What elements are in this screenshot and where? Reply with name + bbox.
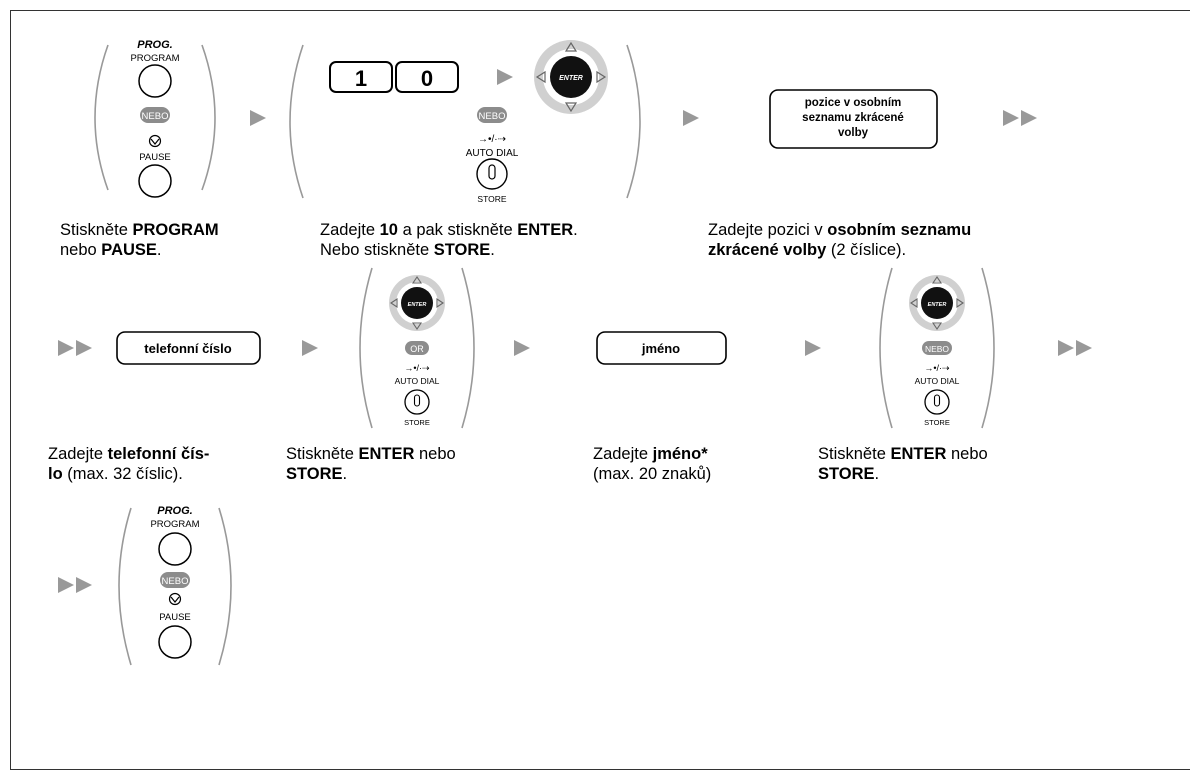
auto-dial-icon: →•/·⇢ — [478, 134, 506, 145]
flow-arrow — [250, 110, 266, 126]
digit-0-label: 0 — [421, 66, 433, 91]
enter-navigator-key[interactable]: ENTER — [908, 274, 966, 332]
caption-step-5: Stiskněte ENTER nebo STORE. — [286, 445, 456, 483]
store-button[interactable] — [404, 389, 430, 415]
caption-step-6: Zadejte jméno* (max. 20 znaků) — [593, 445, 712, 483]
key-group-enter-nebo-store: ENTER NEBO →•/·⇢ AUTO DIAL STORE — [879, 267, 995, 429]
phone-number-box: telefonní číslo — [116, 331, 261, 365]
key-group-enter-or-store: ENTER OR →•/·⇢ AUTO DIAL STORE — [359, 267, 475, 429]
programming-flow-diagram: PROG. PROGRAM NEBO PAUSE 1 0 ENTER NEBO … — [58, 39, 1092, 666]
svg-text:volby: volby — [838, 127, 869, 139]
auto-dial-label: AUTO DIAL — [915, 376, 960, 386]
nebo-badge — [140, 107, 170, 123]
caption-step-4: Zadejte telefonní čís- lo (max. 32 čísli… — [48, 445, 210, 483]
or-badge — [405, 341, 429, 355]
pause-button[interactable] — [158, 625, 192, 659]
flow-arrow — [805, 340, 821, 356]
flow-arrow — [514, 340, 530, 356]
store-label: STORE — [477, 194, 506, 204]
svg-text:ENTER: ENTER — [408, 302, 427, 308]
pause-button[interactable] — [138, 164, 172, 198]
key-group-digits-enter-store: 1 0 ENTER NEBO →•/·⇢ AUTO DIAL STORE — [289, 39, 641, 204]
name-box: jméno — [596, 331, 727, 365]
continue-arrow — [58, 577, 92, 593]
pause-hold-icon — [168, 592, 182, 606]
pause-label: PAUSE — [139, 152, 171, 163]
enter-navigator-key[interactable]: ENTER — [388, 274, 446, 332]
caption-step-7: Stiskněte ENTER nebo STORE. — [818, 445, 988, 483]
program-label: PROGRAM — [150, 519, 199, 530]
or-label: OR — [410, 344, 424, 354]
caption-step-3: Zadejte pozici v osobním seznamu zkrácen… — [708, 221, 972, 259]
svg-text:ENTER: ENTER — [559, 75, 583, 82]
nebo-label: NEBO — [162, 576, 189, 587]
digit-1-key[interactable] — [329, 61, 393, 93]
continue-arrow — [58, 340, 92, 356]
digit-1-label: 1 — [355, 66, 367, 91]
auto-dial-icon: →•/·⇢ — [924, 363, 950, 373]
continue-arrow — [1058, 340, 1092, 356]
svg-text:pozice v osobním: pozice v osobním — [805, 97, 902, 109]
store-button[interactable] — [924, 389, 950, 415]
pause-label: PAUSE — [159, 612, 191, 623]
nebo-badge — [477, 107, 507, 123]
prog-label: PROG. — [137, 39, 172, 51]
digit-0-key[interactable] — [395, 61, 459, 93]
program-label: PROGRAM — [130, 53, 179, 64]
program-button[interactable] — [138, 64, 172, 98]
key-group-program-pause: PROG. PROGRAM NEBO PAUSE — [94, 39, 216, 198]
store-label: STORE — [404, 418, 430, 427]
svg-text:jméno: jméno — [641, 341, 680, 356]
nebo-badge — [922, 341, 952, 355]
flow-arrow — [497, 69, 513, 85]
nebo-label: NEBO — [142, 111, 169, 122]
caption-step-1: Stiskněte PROGRAM nebo PAUSE. — [60, 221, 219, 259]
speed-dial-position-box: pozice v osobním seznamu zkrácené volby — [769, 89, 938, 149]
store-label: STORE — [924, 418, 950, 427]
prog-label: PROG. — [157, 505, 192, 517]
nebo-label: NEBO — [925, 344, 949, 354]
enter-navigator-key[interactable]: ENTER — [533, 39, 609, 115]
nebo-label: NEBO — [479, 111, 506, 122]
pause-hold-icon — [148, 134, 162, 148]
program-button[interactable] — [158, 532, 192, 566]
auto-dial-label: AUTO DIAL — [395, 376, 440, 386]
auto-dial-label: AUTO DIAL — [466, 148, 519, 159]
auto-dial-icon: →•/·⇢ — [404, 363, 430, 373]
svg-text:telefonní číslo: telefonní číslo — [144, 341, 231, 356]
caption-step-2: Zadejte 10 a pak stiskněte ENTER. Nebo s… — [320, 221, 578, 259]
store-button[interactable] — [476, 158, 508, 190]
svg-text:seznamu zkrácené: seznamu zkrácené — [802, 112, 904, 124]
flow-arrow — [302, 340, 318, 356]
key-group-program-pause-final: PROG. PROGRAM NEBO PAUSE — [118, 505, 232, 666]
svg-text:ENTER: ENTER — [928, 302, 947, 308]
continue-arrow — [1003, 110, 1037, 126]
nebo-badge — [160, 572, 190, 588]
flow-arrow — [683, 110, 699, 126]
